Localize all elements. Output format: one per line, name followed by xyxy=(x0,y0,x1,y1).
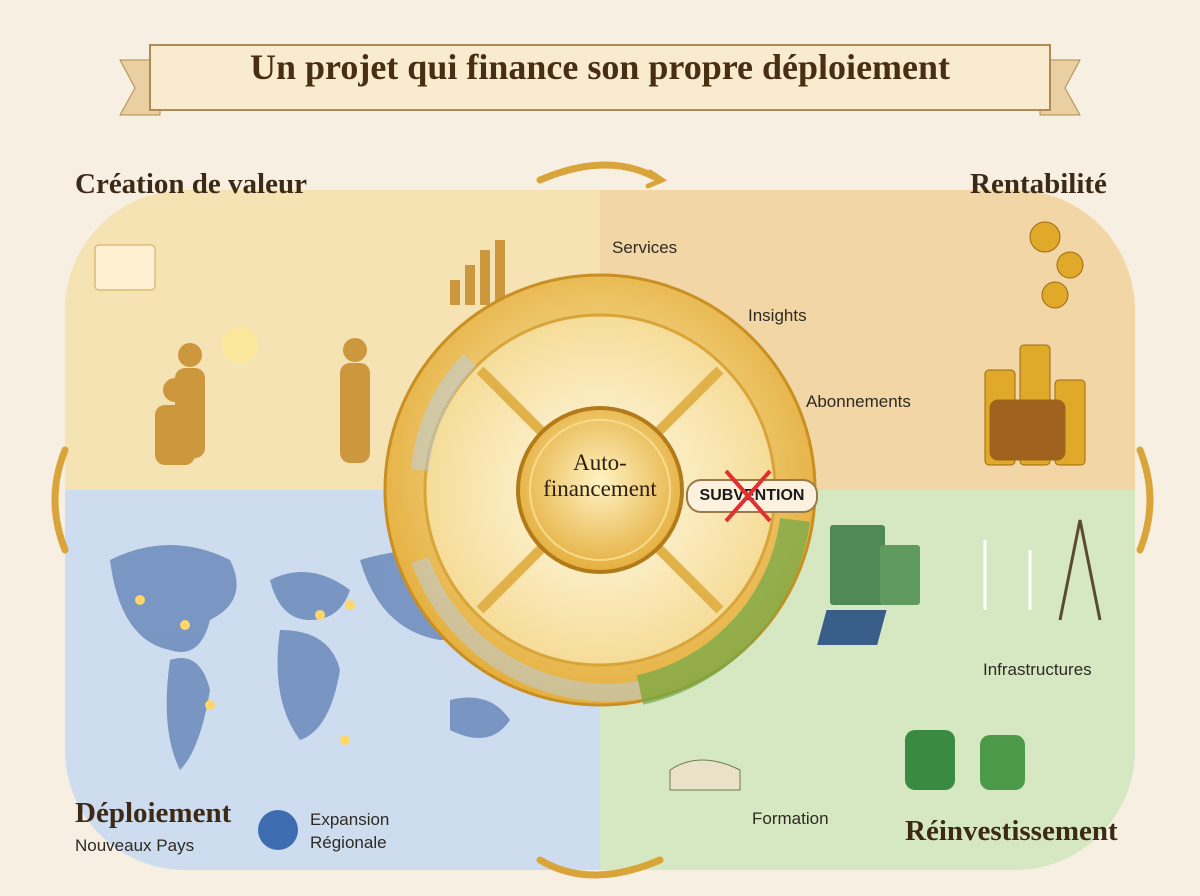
cycle-arrows-icon xyxy=(51,161,1154,879)
heading-deploiement: Déploiement xyxy=(75,797,232,829)
subvention-label: SUBVENTION xyxy=(699,487,805,504)
flow-label-insights: Insights xyxy=(748,306,807,325)
infrastructure-icons xyxy=(669,519,1102,791)
cycle-wheel xyxy=(383,273,817,707)
title-banner xyxy=(119,44,1081,116)
subheading-nouveaux-pays: Nouveaux Pays xyxy=(75,836,195,855)
center-medallion xyxy=(516,406,684,574)
label-expansion-regionale: Expansion Régionale xyxy=(310,810,390,852)
heading-rentabilite: Rentabilité xyxy=(970,168,1107,200)
cross-out-icon xyxy=(724,469,772,523)
center-label-auto-financement: Auto-financement xyxy=(543,450,657,501)
page-title: Un projet qui finance son propre déploie… xyxy=(249,47,951,87)
item-label-infrastructures: Infrastructures xyxy=(983,660,1092,679)
subvention-rejected-badge: SUBVENTION xyxy=(686,469,818,523)
flow-label-abonnements: Abonnements xyxy=(806,392,911,411)
world-map-icon xyxy=(110,545,520,770)
heading-creation-de-valeur: Création de valeur xyxy=(75,168,307,200)
heading-reinvestissement: Réinvestissement xyxy=(905,815,1118,847)
team-and-charts-icons xyxy=(94,240,505,465)
flow-label-services: Services xyxy=(612,238,678,257)
globe-icon xyxy=(258,810,298,850)
network-node-icons xyxy=(135,595,490,745)
coin-stacks-icon xyxy=(984,221,1086,466)
item-label-formation: Formation xyxy=(752,809,829,828)
